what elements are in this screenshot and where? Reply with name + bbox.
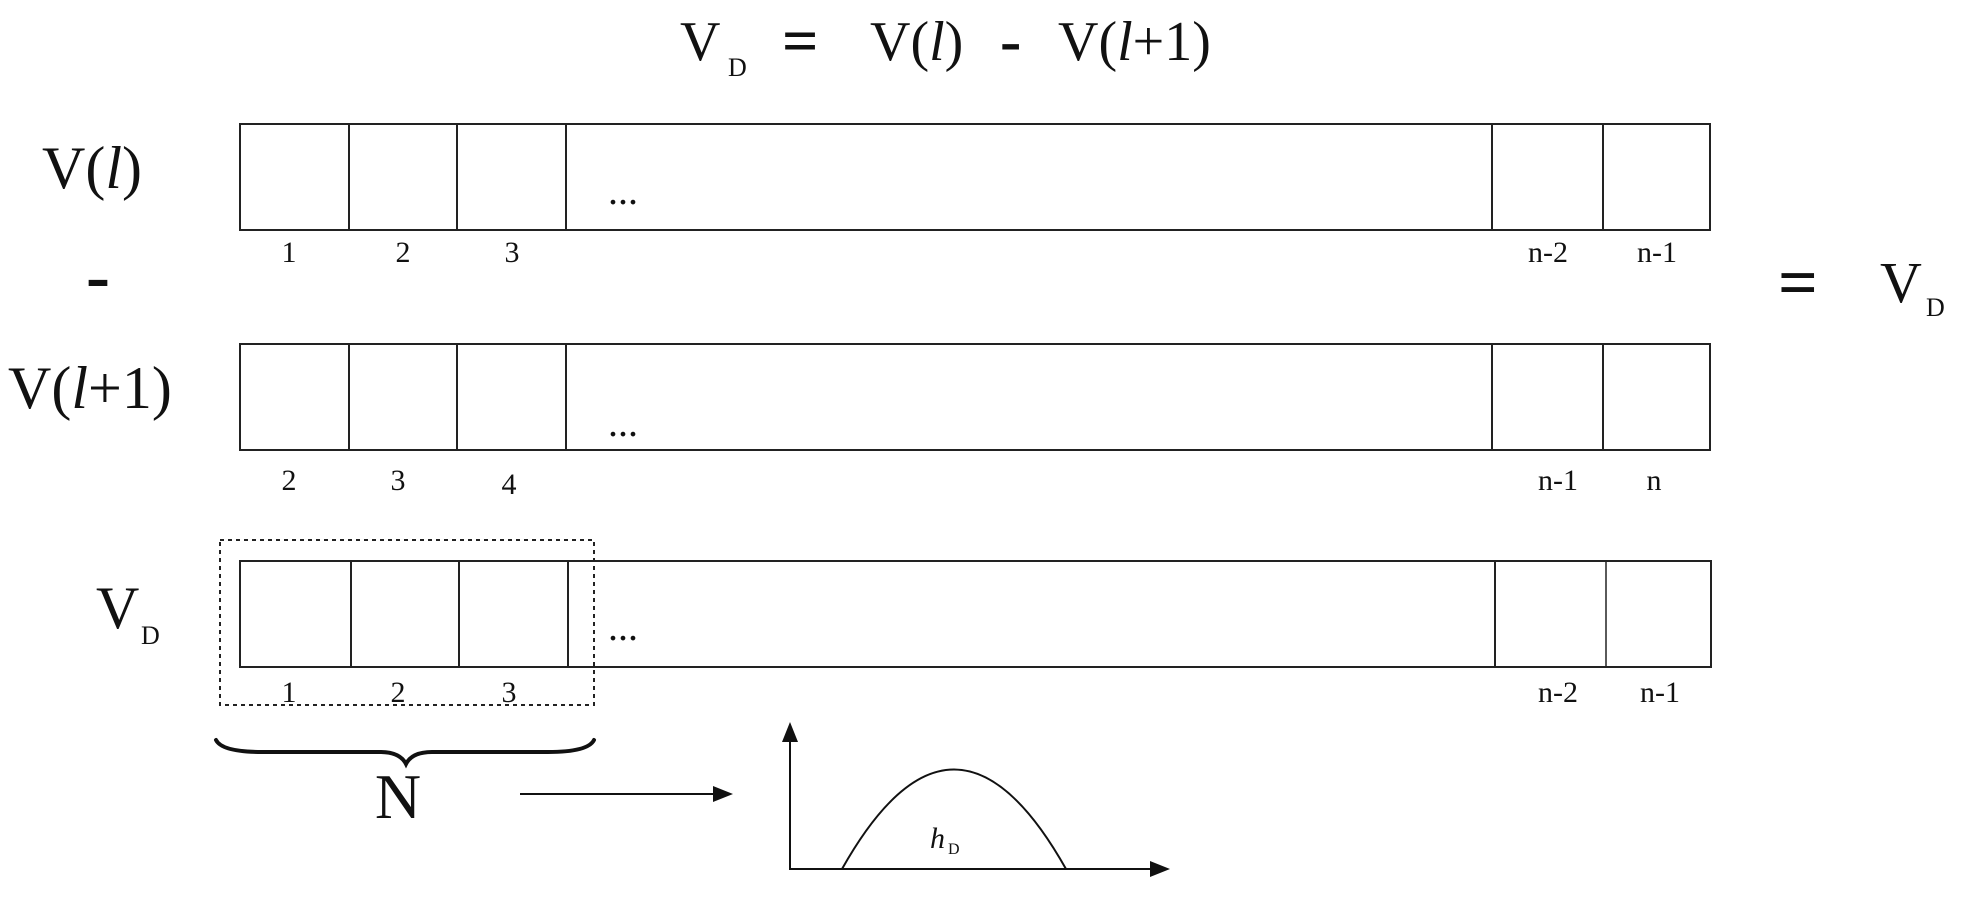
row-v-l1-index: n-1 — [1538, 464, 1578, 497]
equation-lhs: V — [680, 11, 720, 73]
row-v-l-ellipsis: ... — [608, 168, 638, 213]
row-v-l1: V(l+1) ... 2 3 4 n-1 n — [8, 343, 1711, 501]
equation-term2-prefix: V( — [1058, 11, 1117, 73]
equation-term1: V(l) — [870, 11, 963, 73]
row-v-l-index: 2 — [396, 236, 411, 269]
row-v-d-label-subscript: D — [141, 621, 160, 650]
row-v-l1-index: n — [1647, 464, 1662, 497]
histogram-y-arrow — [782, 722, 798, 742]
row-v-l: V(l) ... 1 2 3 n-2 n-1 — [42, 123, 1711, 269]
row-v-d-index: 1 — [282, 676, 297, 709]
histogram-label: h — [930, 822, 945, 855]
row-v-d-ellipsis: ... — [608, 604, 638, 649]
result-equals: = — [1778, 245, 1818, 322]
vector-v-l1 — [239, 343, 1711, 451]
row-v-l-label: V(l) — [42, 135, 142, 201]
result-symbol: V — [1880, 250, 1922, 315]
top-equation: V D = V(l) - V(l+1) — [680, 5, 1211, 82]
equation-term2-var: l — [1117, 11, 1133, 73]
row-v-d-index: 2 — [391, 676, 406, 709]
result-subscript: D — [1926, 293, 1945, 322]
window-arrow-head — [713, 786, 733, 802]
equation-term1-suffix: ) — [945, 11, 964, 73]
equation-term1-var: l — [929, 11, 945, 73]
row-v-l1-index: 3 — [391, 464, 406, 497]
histogram-label-subscript: D — [948, 841, 960, 858]
row-v-l1-ellipsis: ... — [608, 400, 638, 445]
row-v-l-index: n-2 — [1528, 236, 1568, 269]
row-v-d: V D ... 1 2 3 n-2 n-1 — [96, 560, 1712, 709]
minus-sign: - — [86, 236, 110, 316]
row-v-l1-index: 2 — [282, 464, 297, 497]
vector-v-d — [239, 560, 1712, 668]
equation-term1-prefix: V( — [870, 11, 929, 73]
equation-equals: = — [782, 5, 818, 76]
row-v-l-index: n-1 — [1637, 236, 1677, 269]
row-v-l1-label-suffix: +1) — [88, 355, 172, 421]
row-v-l-label-suffix: ) — [122, 135, 142, 201]
row-v-l-label-var: l — [105, 135, 122, 201]
row-v-l-index: 3 — [505, 236, 520, 269]
row-v-l1-label: V(l+1) — [8, 355, 172, 421]
equation-minus: - — [1000, 5, 1021, 76]
row-v-l1-label-prefix: V( — [8, 355, 71, 421]
row-v-d-label: V — [96, 575, 139, 641]
row-v-l1-index: 4 — [502, 468, 517, 501]
equation-term2: V(l+1) — [1058, 11, 1211, 73]
row-v-d-index: n-1 — [1640, 676, 1680, 709]
row-v-l1-label-var: l — [71, 355, 88, 421]
row-v-l-index: 1 — [282, 236, 297, 269]
window-brace — [214, 738, 596, 769]
row-v-l-label-prefix: V( — [42, 135, 105, 201]
equation-lhs-subscript: D — [728, 53, 747, 82]
histogram-plot: h D — [782, 722, 1170, 877]
window-dotted-box — [219, 539, 595, 706]
vector-v-l — [239, 123, 1711, 231]
histogram-x-arrow — [1150, 861, 1170, 877]
equation-term2-suffix: +1) — [1133, 11, 1211, 73]
window-label: N — [375, 761, 421, 832]
row-v-d-index: 3 — [502, 676, 517, 709]
histogram-curve — [841, 768, 1067, 870]
result-label: = V D — [1778, 245, 1945, 322]
row-v-d-index: n-2 — [1538, 676, 1578, 709]
